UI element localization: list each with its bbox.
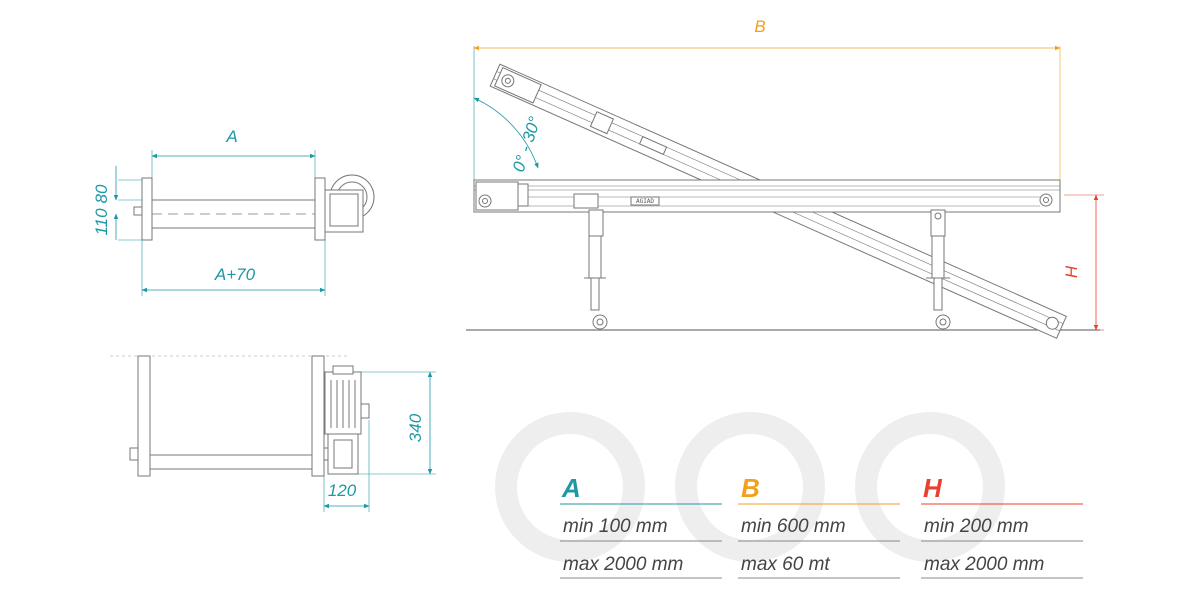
spec-h-min: min 200 mm (924, 516, 1029, 537)
spec-letter-a: A (561, 473, 581, 503)
dim-label-340: 340 (406, 413, 425, 442)
dim-label-a-plus-70: A+70 (214, 265, 256, 284)
dim-label-angle: 0° - 30° (509, 114, 545, 174)
spec-h-max: max 2000 mm (924, 554, 1044, 575)
spec-block-b: B min 600 mm max 60 mt (738, 473, 900, 579)
spec-block-h: H min 200 mm max 2000 mm (921, 473, 1083, 579)
dim-label-b: B (754, 17, 765, 36)
spec-letter-b: B (741, 473, 760, 503)
spec-a-max: max 2000 mm (563, 554, 683, 575)
dim-label-a: A (225, 127, 237, 146)
dim-label-h: H (1062, 265, 1081, 278)
dim-label-110: 110 (92, 208, 111, 236)
dim-label-120: 120 (328, 481, 357, 500)
spec-rings (495, 412, 1005, 562)
spec-b-max: max 60 mt (741, 554, 830, 575)
roller-end-view (113, 150, 375, 296)
spec-letter-h: H (923, 473, 943, 503)
conveyor-side-view (466, 45, 1104, 339)
nameplate-text: AGIAD (636, 198, 654, 205)
spec-block-a: A min 100 mm max 2000 mm (560, 473, 722, 579)
dim-label-80: 80 (92, 184, 111, 203)
conveyor-plan-view (110, 355, 436, 512)
spec-b-min: min 600 mm (741, 516, 846, 537)
spec-a-min: min 100 mm (563, 516, 668, 537)
